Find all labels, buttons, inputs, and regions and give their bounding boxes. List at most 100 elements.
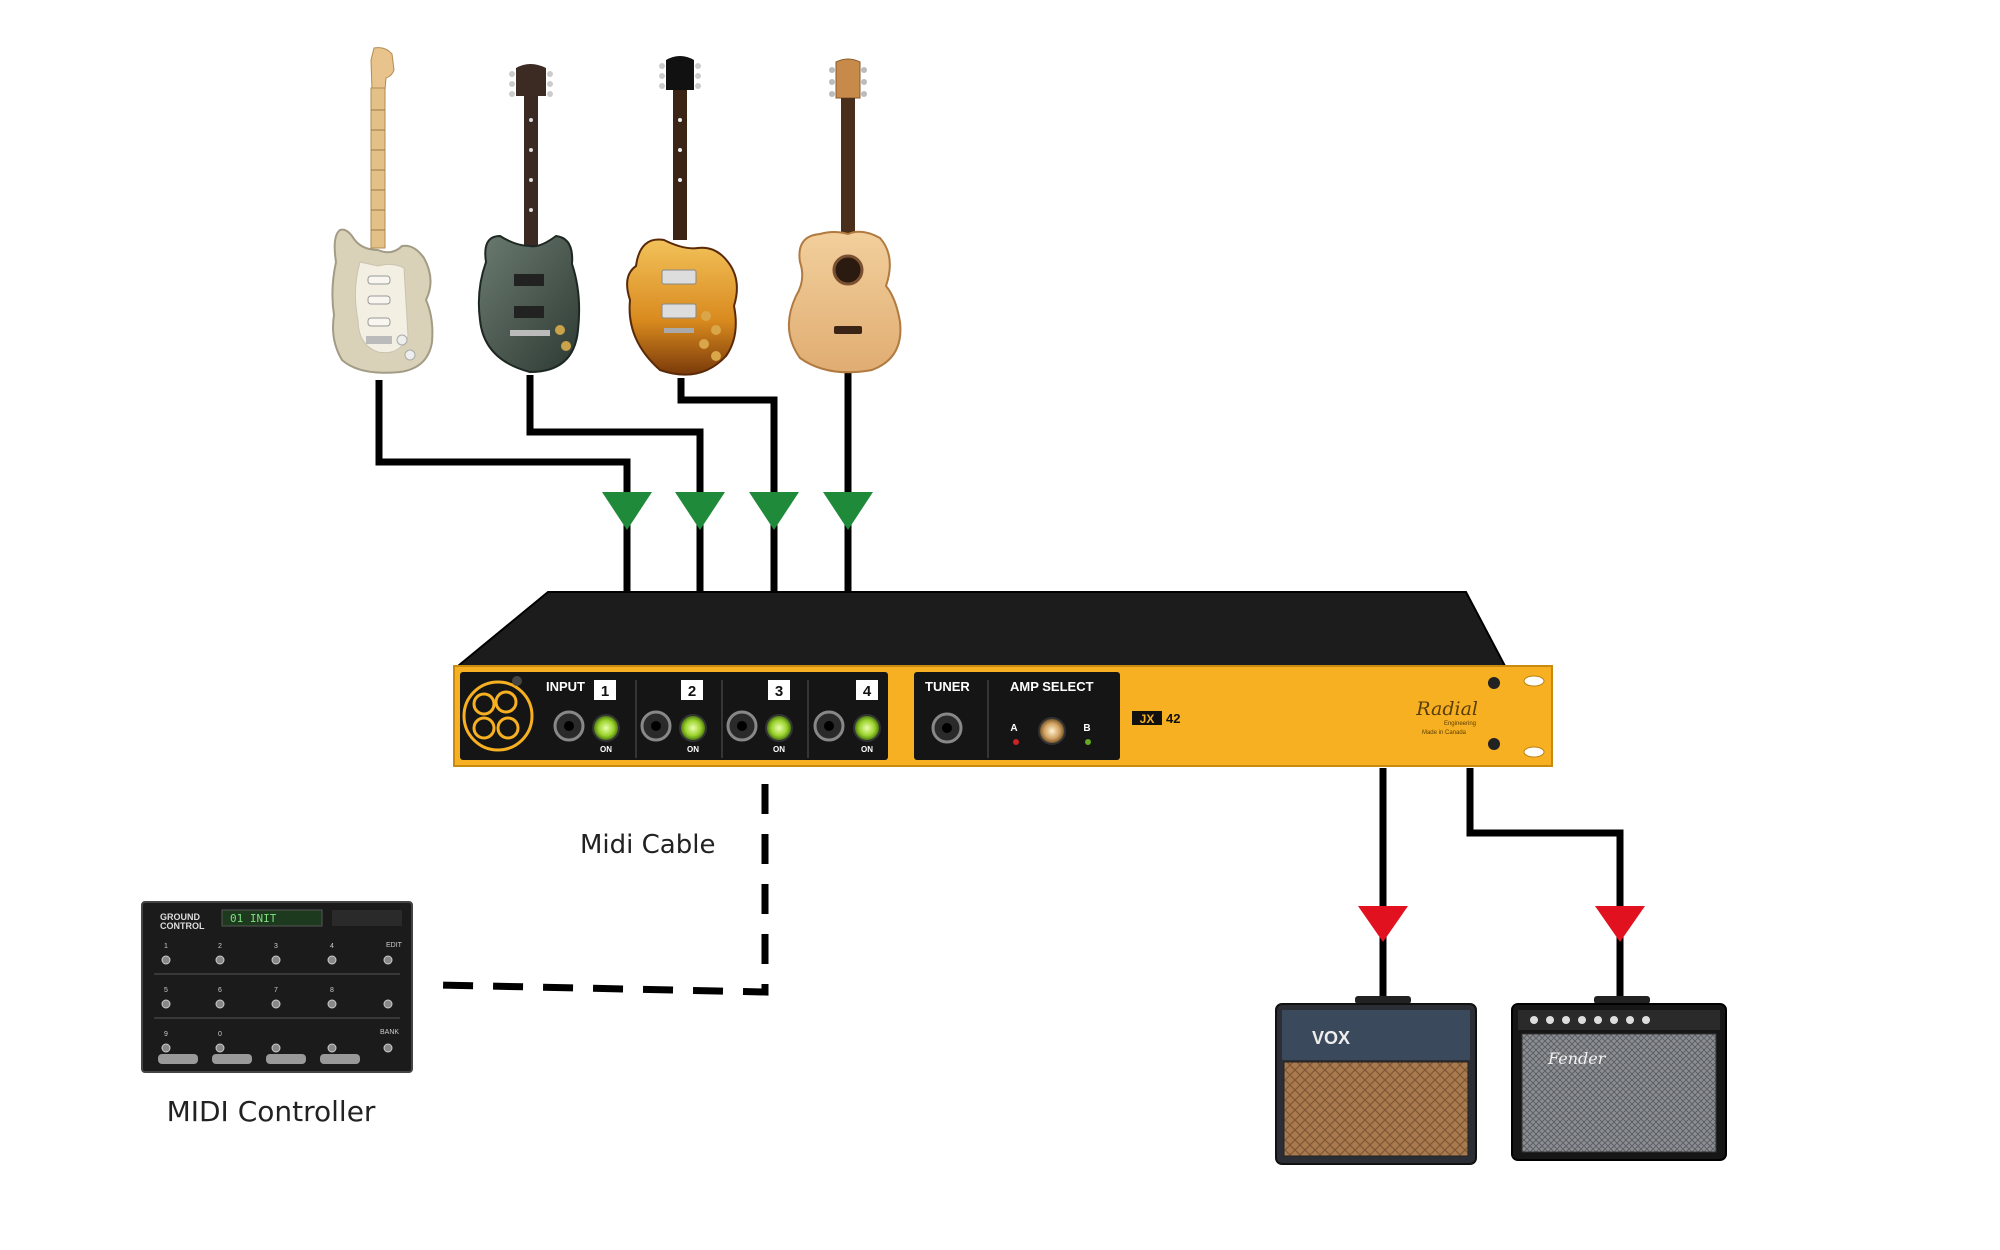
footswitch[interactable] [271,1043,281,1053]
channel-number-badge [681,680,703,700]
model-badge [1132,711,1162,725]
midi-cable-label: Midi Cable [580,830,715,860]
footswitch[interactable] [327,955,337,965]
footswitch[interactable] [271,955,281,965]
input-arrows [602,492,873,530]
panel-screw [512,676,522,686]
channel-on-switch[interactable] [592,714,620,742]
electric-guitar-stratocaster-icon [331,47,434,374]
tuner-jack-hole [942,723,952,733]
amp-select-switch[interactable] [1038,717,1066,745]
channel-on-switch[interactable] [765,714,793,742]
amp-b-led [1085,739,1091,745]
rack-ear-hole [1523,746,1545,758]
cable-guitar-1 [375,380,631,596]
made-in-canada: Made in Canada [1422,730,1467,736]
cable-amp-fender [1466,768,1624,1002]
input-arrow-4 [823,492,873,530]
input-arrow-1 [602,492,652,530]
switch-number: 7 [274,987,278,994]
channel-number-badge [768,680,790,700]
footswitch[interactable] [383,955,393,965]
switch-number: 6 [218,987,222,994]
input-label: INPUT [546,679,585,694]
fender-control-panel [1518,1010,1720,1030]
channel-number-badge [856,680,878,700]
amp-a-label: A [1010,723,1017,734]
brand-logo: Radial [1415,698,1478,720]
radial-logo-emblem [462,680,534,752]
footswitch[interactable] [215,955,225,965]
footswitch[interactable] [271,999,281,1009]
switch-number: 5 [164,987,168,994]
channel-number-badge [594,680,616,700]
footswitch[interactable] [383,1043,393,1053]
footswitch[interactable] [327,1043,337,1053]
brand-engineering: Engineering [1444,721,1476,727]
controller-divider-lines [154,973,400,1019]
midi-controller-body [141,901,413,1073]
switch-number: 3 [274,943,278,950]
input-jack-hole [737,721,747,731]
amp-b-label: B [1083,723,1090,734]
channel-on-switch[interactable] [853,714,881,742]
channel-number: 3 [775,683,783,700]
tuner-amp-panel [914,672,1120,760]
jx42-switcher: INPUT 1 ON 2 ON 3 [453,591,1553,767]
tuner-label: TUNER [925,679,970,694]
on-label: ON [687,745,699,754]
channel-number: 1 [601,683,609,700]
channel-2: 2 ON [640,680,707,754]
controller-logo-plate [332,910,402,926]
rack-screw [1488,677,1500,689]
footswitch[interactable] [161,955,171,965]
bottom-led-buttons [158,1054,360,1064]
footswitch[interactable] [215,1043,225,1053]
vox-brand: VOX [1312,1028,1350,1048]
channel-1: 1 ON [553,680,620,754]
rack-ear-hole [1523,675,1545,687]
input-jack-hole [564,721,574,731]
footswitch[interactable] [161,999,171,1009]
electric-guitar-les-paul-icon [626,56,738,376]
fender-amp-icon: Fender [1511,996,1727,1161]
switcher-top-chassis [455,591,1507,667]
fender-grille [1521,1033,1717,1153]
controller-display [221,909,323,927]
vox-amp-icon: VOX [1275,996,1477,1165]
amp-handle [1355,996,1411,1004]
vox-control-panel [1282,1010,1470,1060]
input-arrow-2 [675,492,725,530]
footswitches [161,955,393,1053]
electric-guitar-prs-icon [477,64,581,374]
input-jack-hole [824,721,834,731]
output-arrow-fender [1595,906,1645,942]
channel-on-switch[interactable] [679,714,707,742]
amp-select-label: AMP SELECT [1010,679,1094,694]
model-name: JX [1140,712,1155,726]
output-cables [1379,768,1624,1002]
on-label: ON [600,745,612,754]
model-number: 42 [1166,711,1180,726]
controller-display-text: 01 INIT [230,912,277,925]
channel-number: 2 [688,683,696,700]
output-arrow-vox [1358,906,1408,942]
controller-edit-label: EDIT [386,942,403,949]
switch-number: 8 [330,987,334,994]
amp-handle [1594,996,1650,1004]
switch-number: 2 [218,943,222,950]
switch-number: 1 [164,943,168,950]
channel-number: 4 [863,683,872,700]
footswitch[interactable] [327,999,337,1009]
footswitch[interactable] [383,999,393,1009]
amp-a-led [1013,739,1019,745]
fender-knobs [1530,1016,1650,1024]
footswitch[interactable] [215,999,225,1009]
input-cables [375,372,852,596]
rack-screw [1488,738,1500,750]
footswitch[interactable] [161,1043,171,1053]
midi-cable [439,784,769,996]
channel-4: 4 ON [813,680,881,754]
switch-number: 4 [330,943,334,950]
